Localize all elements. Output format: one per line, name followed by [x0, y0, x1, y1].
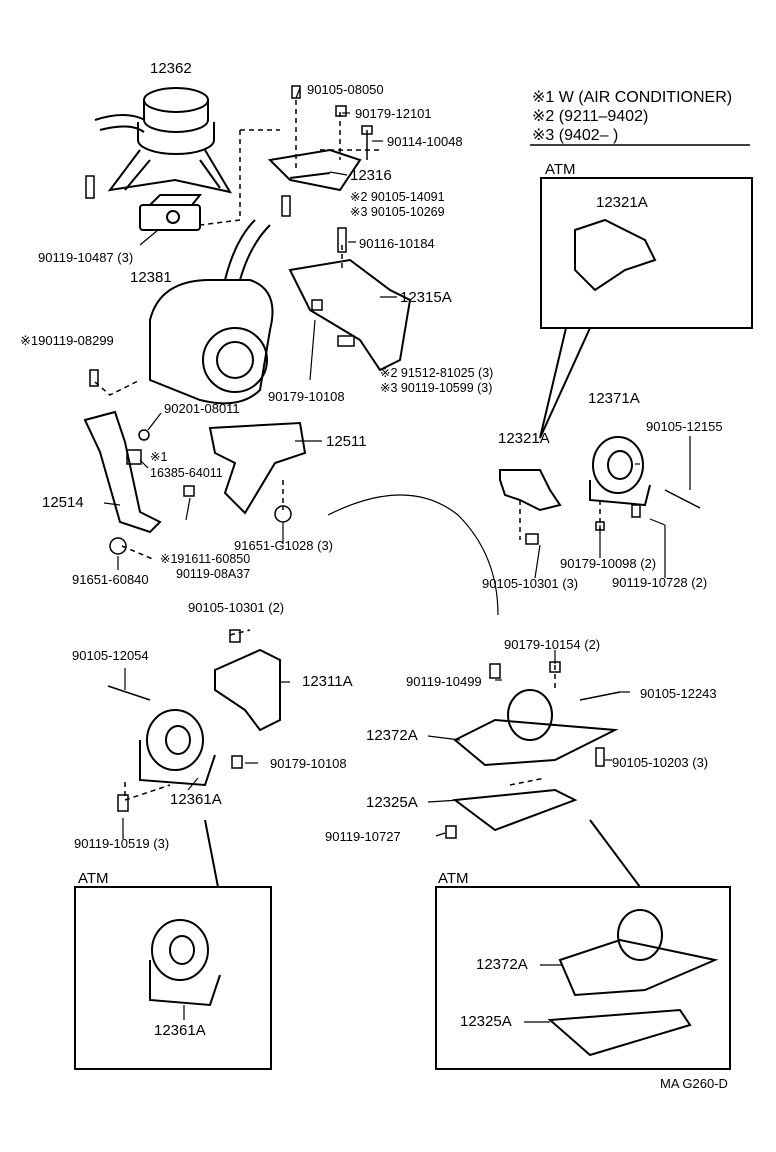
atm-box-12361A: [74, 886, 272, 1070]
part-label-90114-10048: 90114-10048: [387, 134, 463, 149]
mount-12361A-atm-drawing: [149, 919, 221, 1007]
transmission-drawing: [149, 219, 274, 405]
part-label-90179-12101: 90179-12101: [355, 106, 432, 121]
bracket-12325A-atm-drawing: [547, 1008, 692, 1057]
part-label-90105-12243: 90105-12243: [640, 686, 717, 701]
mount-12321A-atm-drawing: [574, 218, 657, 292]
part-label-90119-10728: 90119-10728 (2): [612, 575, 708, 590]
legend-item-ac: ※1 W (AIR CONDITIONER): [532, 89, 733, 106]
part-label-12311A: 12311A: [302, 673, 353, 690]
atm-label-left: ATM: [78, 870, 109, 887]
atm-box-12321A: [540, 177, 753, 329]
part-label-91611-60850: ※191611-60850: [160, 552, 251, 566]
part-label-12372A-atm: 12372A: [476, 956, 528, 973]
part-label-90105-12155: 90105-12155: [646, 419, 723, 434]
bracket-12381-drawing: [139, 194, 203, 231]
part-label-12361A-atm: 12361A: [154, 1022, 206, 1039]
part-label-90119-08299: ※190119-08299: [20, 333, 114, 348]
part-label-90179-10098: 90179-10098 (2): [560, 556, 657, 571]
bracket-12511-drawing: [208, 421, 307, 515]
atm-box-callout: [539, 327, 591, 439]
part-label-12361A: 12361A: [170, 791, 222, 808]
part-label-90119-10727: 90119-10727: [325, 829, 401, 844]
bracket-12311A-drawing: [214, 648, 281, 732]
atm-label-upper: ATM: [545, 161, 576, 178]
fasteners: [85, 85, 701, 839]
part-label-12371A: 12371A: [588, 390, 640, 407]
part-label-90119-10599: ※3 90119-10599 (3): [380, 381, 493, 395]
bracket-12315A-drawing: [288, 258, 412, 372]
part-label-12372A: 12372A: [366, 727, 418, 744]
part-label-90179-10108-lower: 90179-10108: [270, 756, 347, 771]
part-label-12362: 12362: [150, 60, 192, 77]
part-label-90179-10108-upper: 90179-10108: [268, 389, 345, 404]
part-label-90119-10487: 90119-10487 (3): [38, 250, 134, 265]
legend-item-period-1: ※2 (9211–9402): [532, 108, 649, 125]
atm-box-callout-left: [204, 819, 240, 888]
part-label-90105-10269: ※3 90105-10269: [350, 205, 445, 219]
part-label-12381: 12381: [130, 269, 172, 286]
part-label-90119-10519: 90119-10519 (3): [74, 836, 170, 851]
mount-12372A-atm-drawing: [558, 909, 719, 997]
part-label-91512-81025: ※2 91512-81025 (3): [380, 366, 494, 380]
part-label-90179-10154: 90179-10154 (2): [504, 637, 601, 652]
part-label-12321A: 12321A: [498, 430, 550, 447]
part-label-91651-60840: 91651-60840: [72, 572, 149, 587]
bracket-12325A-drawing: [452, 788, 578, 832]
part-label-12316: 12316: [350, 167, 392, 184]
part-label-12325A-atm: 12325A: [460, 1013, 512, 1030]
part-label-90105-10301-3: 90105-10301 (3): [482, 576, 579, 591]
legend-item-period-2: ※3 (9402– ): [532, 127, 619, 144]
part-label-12321A-atm: 12321A: [596, 194, 648, 211]
atm-box-12372A: [435, 886, 731, 1070]
part-label-90119-08A37: 90119-08A37: [176, 567, 251, 581]
atm-box-callout-right: [589, 819, 642, 888]
mount-12321A-drawing: [499, 469, 562, 512]
bracket-12316-drawing: [267, 148, 362, 192]
part-label-90105-10203: 90105-10203 (3): [612, 755, 709, 770]
engine-mount-12362-drawing: [94, 87, 233, 194]
part-label-90201-08011: 90201-08011: [164, 401, 240, 416]
part-label-90105-10301-2: 90105-10301 (2): [188, 600, 285, 615]
part-label-12325A: 12325A: [366, 794, 418, 811]
part-label-91651-G1028: 91651-G1028 (3): [234, 538, 334, 553]
part-label-12514: 12514: [42, 494, 84, 511]
mount-12361A-drawing: [139, 709, 216, 787]
part-label-90116-10184: 90116-10184: [359, 236, 435, 251]
mount-12372A-drawing: [453, 689, 619, 767]
figure-code: MA G260-D: [660, 1076, 728, 1091]
part-label-90105-14091: ※2 90105-14091: [350, 190, 445, 204]
mount-12371A-drawing: [589, 436, 651, 507]
part-label-12315A: 12315A: [400, 289, 452, 306]
part-label-90105-12054: 90105-12054: [72, 648, 149, 663]
part-label-90119-10499: 90119-10499: [406, 674, 482, 689]
atm-label-right: ATM: [438, 870, 469, 887]
part-label-16385-64011: ※1 16385-64011: [150, 450, 223, 480]
part-label-90105-08050: 90105-08050: [307, 82, 384, 97]
bracket-12514-drawing: [83, 410, 162, 534]
part-label-12511: 12511: [326, 433, 367, 450]
